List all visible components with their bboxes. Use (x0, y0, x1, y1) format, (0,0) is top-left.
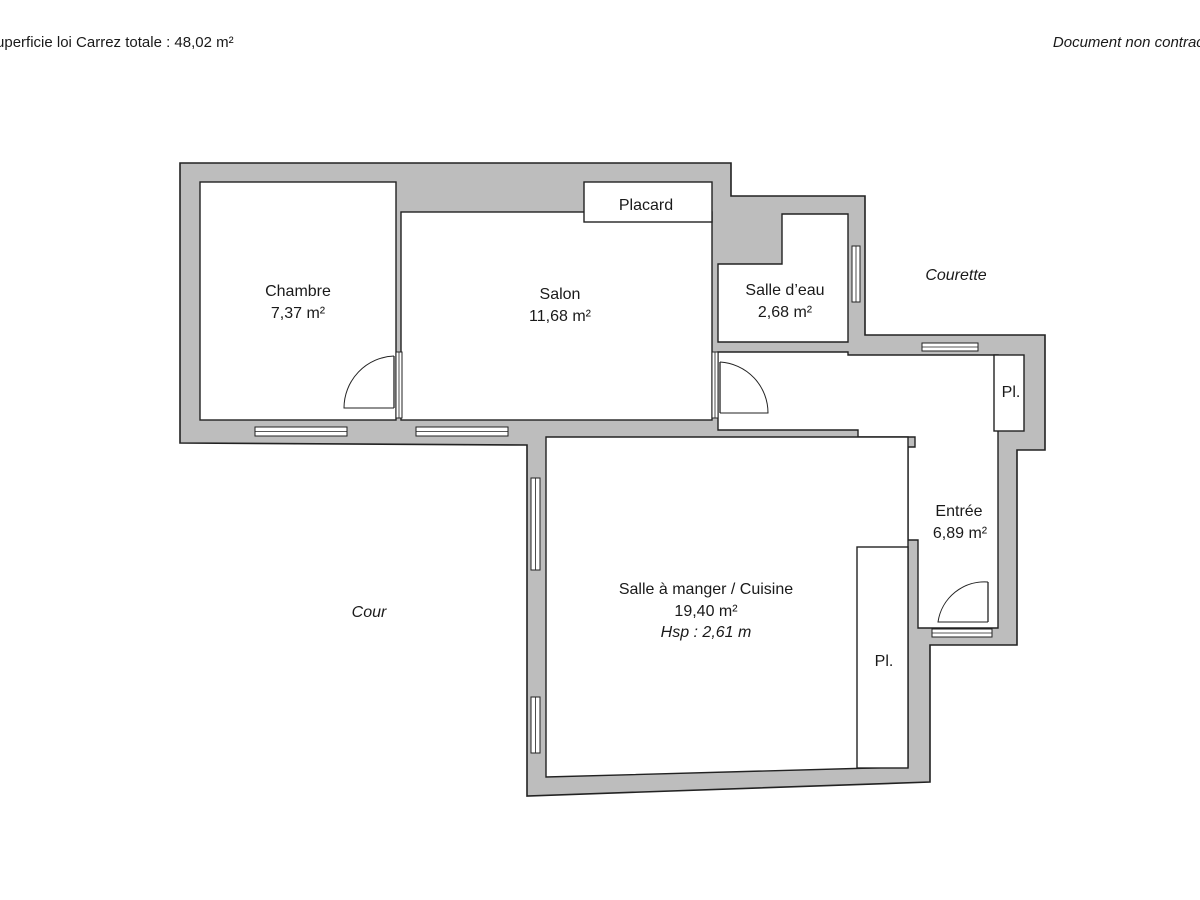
window-courette (921, 342, 979, 352)
closets (583, 181, 1025, 769)
window-salon-side (395, 351, 403, 419)
label-pl-entree: Pl. (1002, 384, 1021, 401)
room-salon (400, 211, 713, 421)
window-salle-deau-side (711, 351, 719, 419)
label-pl-cuisine: Pl. (875, 653, 894, 670)
closet-pl-entree (993, 354, 1025, 432)
hsp-salle-a-manger: Hsp : 2,61 m (661, 624, 752, 641)
door-entree (937, 581, 989, 623)
window-chambre (254, 426, 348, 437)
doors (343, 355, 989, 623)
door-chambre (343, 355, 395, 409)
label-salle-deau: Salle d’eau (745, 282, 824, 299)
total-area-caption: Superficie loi Carrez totale : 48,02 m² (0, 34, 234, 51)
label-chambre: Chambre (265, 283, 331, 300)
window-cuisine-upper (530, 477, 541, 571)
closet-placard (583, 181, 713, 223)
label-cour: Cour (352, 604, 387, 621)
label-salon: Salon (540, 286, 581, 303)
closet-pl-cuisine (856, 546, 909, 769)
area-entree: 6,89 m² (933, 525, 988, 542)
window-salle-deau (851, 245, 861, 303)
door-salle-deau (719, 361, 769, 414)
label-placard: Placard (619, 197, 673, 214)
room-salle-deau (717, 213, 849, 343)
windows (254, 245, 993, 754)
disclaimer-caption: Document non contractuel (1052, 34, 1200, 51)
label-salle-a-manger: Salle à manger / Cuisine (619, 581, 793, 598)
area-salle-a-manger: 19,40 m² (674, 603, 738, 620)
window-entree (931, 628, 993, 638)
window-cuisine-lower (530, 696, 541, 754)
labels: Chambre 7,37 m² Salon 11,68 m² Salle d’e… (265, 197, 1020, 670)
area-salle-deau: 2,68 m² (758, 304, 813, 321)
label-entree: Entrée (935, 503, 982, 520)
room-chambre (199, 181, 397, 421)
area-chambre: 7,37 m² (271, 305, 326, 322)
label-courette: Courette (925, 267, 986, 284)
rooms (199, 181, 999, 778)
area-salon: 11,68 m² (529, 308, 592, 325)
window-salon (415, 426, 509, 437)
